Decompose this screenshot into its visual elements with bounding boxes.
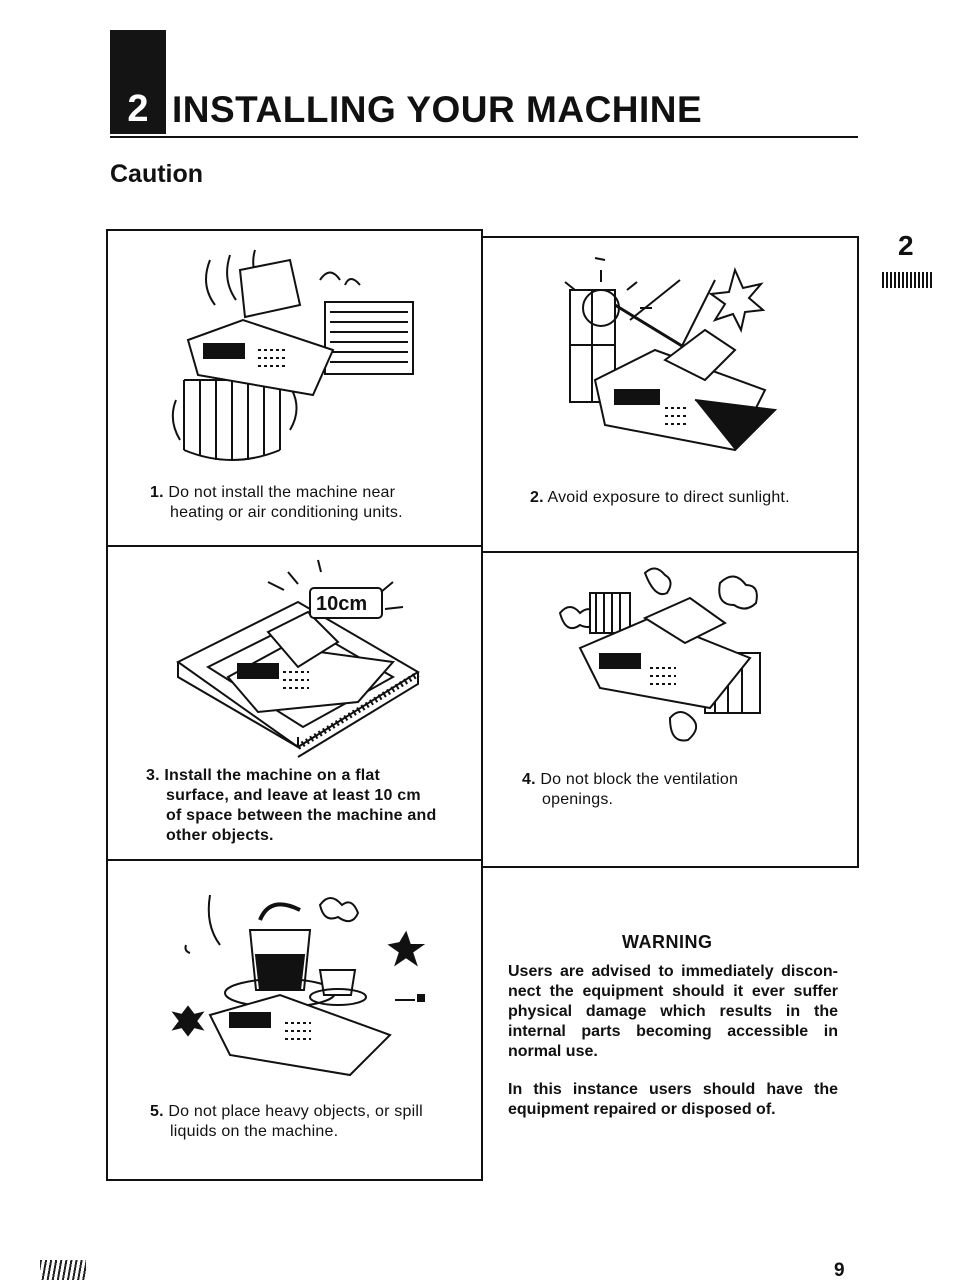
chapter-number: 2 [127,88,149,130]
distance-label: 10cm [316,593,367,615]
ventilation-illustration [558,567,761,742]
caution-4: 4. Do not block the ventilation openings… [522,771,739,808]
grid-left [106,229,108,1181]
caution-2: 2. Avoid exposure to direct sunlight. [530,489,790,506]
scan-corner-mark [40,1260,86,1280]
caution-3: 3. Install the machine on a flat surface… [146,767,437,844]
grid-row2-right [482,866,859,868]
page-title: INSTALLING YOUR MACHINE [172,89,703,130]
warning-title: WARNING [622,932,713,952]
title-rule [110,136,858,138]
caution-1: 1. Do not install the machine near heati… [150,484,403,521]
grid-row2-left [106,859,482,861]
grid-top-right [482,236,859,238]
grid-center [481,229,483,1181]
chapter-badge: 2 [110,30,166,134]
caution-5: 5. Do not place heavy objects, or spill … [150,1103,423,1140]
grid-row1-left [106,545,482,547]
warning-paragraph-1: Users are advised to immediately discon-… [508,963,838,1060]
liquids-illustration [171,894,426,1077]
warning-paragraph-2: In this instance users should have the e… [508,1081,838,1118]
grid-row1-right [482,551,859,553]
section-heading: Caution [110,160,204,188]
side-tab-marks [882,272,932,288]
heater-illustration [171,249,414,461]
grid-top-left [106,229,482,231]
grid-bottom [106,1179,482,1181]
page-number: 9 [834,1260,845,1281]
side-chapter-number: 2 [898,230,914,261]
flat-surface-illustration: 10cm [176,559,420,758]
sunlight-illustration [564,257,778,452]
